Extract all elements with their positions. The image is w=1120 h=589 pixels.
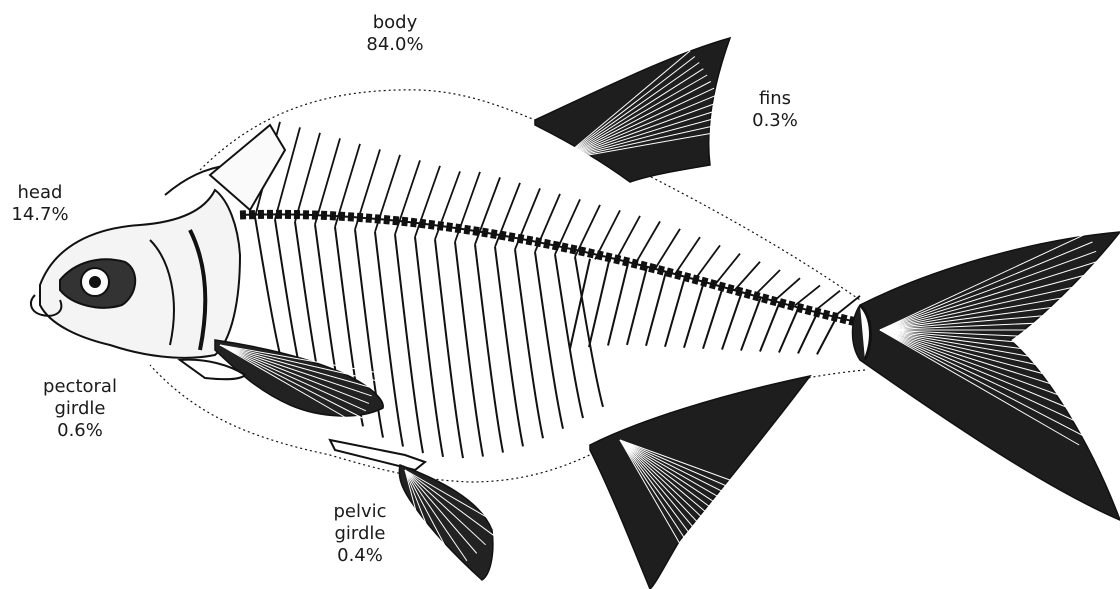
neural-spine — [615, 216, 640, 262]
neural-spine — [315, 138, 340, 224]
neural-spine — [755, 270, 780, 295]
neural-spine — [695, 245, 720, 279]
neural-spine — [675, 237, 700, 274]
label-head: head 14.7% — [0, 182, 80, 226]
neural-spine — [735, 262, 760, 290]
haemal-spine — [608, 264, 628, 346]
rib — [575, 257, 603, 407]
label-pelvic-line2: girdle — [300, 523, 420, 545]
label-body-percent: 84.0% — [335, 34, 455, 56]
label-pelvic-percent: 0.4% — [300, 545, 420, 567]
spine — [240, 214, 870, 325]
haemal-spine — [779, 306, 799, 352]
label-fins: fins 0.3% — [715, 88, 835, 132]
haemal-spine — [684, 282, 704, 348]
haemal-spine — [798, 311, 818, 353]
haemal-spine — [570, 259, 590, 349]
neural-spine — [715, 254, 740, 285]
haemal-spine — [722, 292, 742, 350]
neural-spine — [295, 133, 320, 222]
label-pelvic-line1: pelvic — [300, 501, 420, 523]
label-body: body 84.0% — [335, 12, 455, 56]
caudal-fin — [853, 232, 1120, 520]
dorsal-fin — [535, 38, 730, 182]
neural-spine — [775, 278, 800, 300]
label-pectoral-line2: girdle — [20, 398, 140, 420]
label-body-name: body — [335, 12, 455, 34]
neural-spine — [795, 285, 820, 305]
haemal-spine — [703, 287, 723, 349]
neural-spine — [335, 144, 360, 227]
haemal-spine — [741, 297, 761, 351]
haemal-spine — [760, 302, 780, 352]
spine-core — [240, 214, 870, 325]
neural-spine — [815, 291, 840, 311]
neural-spine — [635, 221, 660, 264]
neural-spines-group — [255, 122, 860, 316]
label-pectoral-percent: 0.6% — [20, 420, 140, 442]
label-fins-name: fins — [715, 88, 835, 110]
label-pelvic-girdle: pelvic girdle 0.4% — [300, 501, 420, 567]
neural-spine — [575, 205, 600, 257]
neural-spine — [655, 229, 680, 269]
haemal-spine — [665, 277, 685, 347]
haemal-spine — [817, 316, 837, 354]
label-head-name: head — [0, 182, 80, 204]
label-head-percent: 14.7% — [0, 204, 80, 226]
head-skull — [31, 125, 285, 358]
label-pectoral-line1: pectoral — [20, 376, 140, 398]
haemal-spine — [589, 261, 609, 347]
haemal-spine — [646, 272, 666, 346]
label-pectoral-girdle: pectoral girdle 0.6% — [20, 376, 140, 442]
haemal-spine — [627, 267, 647, 345]
label-fins-percent: 0.3% — [715, 110, 835, 132]
neural-spine — [595, 210, 620, 259]
